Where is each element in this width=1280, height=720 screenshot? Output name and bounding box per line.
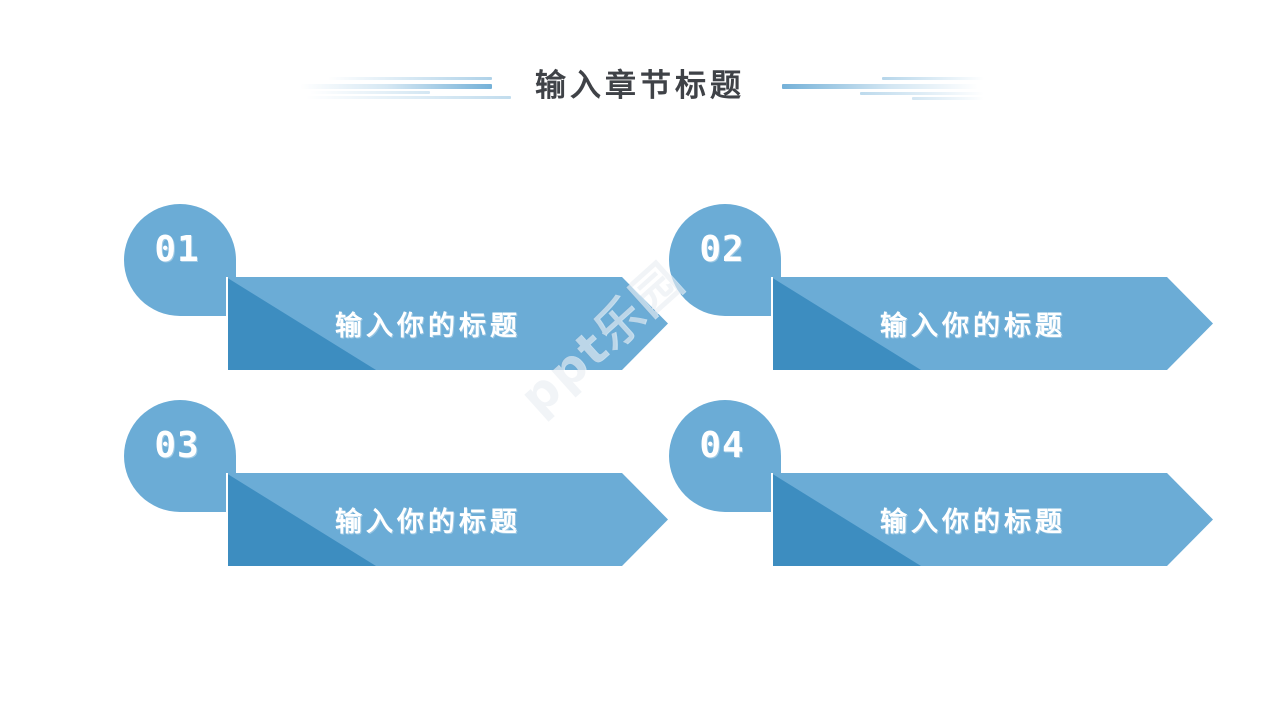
page-header: 输入章节标题 bbox=[0, 58, 1280, 114]
pin-shape bbox=[124, 400, 236, 512]
title-banner[interactable]: 输入你的标题 bbox=[771, 277, 1213, 370]
pin-marker: 01 bbox=[124, 204, 236, 316]
title-decoration-left bbox=[300, 58, 511, 114]
deco-line bbox=[328, 77, 492, 80]
deco-line bbox=[300, 84, 492, 89]
title-decoration-right bbox=[782, 58, 984, 114]
card-title: 输入你的标题 bbox=[880, 507, 1066, 538]
card-title: 输入你的标题 bbox=[335, 311, 521, 342]
pin-marker: 04 bbox=[669, 400, 781, 512]
list-item[interactable]: 01 输入你的标题 bbox=[118, 200, 668, 370]
list-item[interactable]: 03 输入你的标题 bbox=[118, 396, 668, 566]
title-banner[interactable]: 输入你的标题 bbox=[771, 473, 1213, 566]
list-item[interactable]: 02 输入你的标题 bbox=[663, 200, 1213, 370]
deco-line bbox=[860, 92, 984, 95]
pin-marker: 02 bbox=[669, 204, 781, 316]
title-banner[interactable]: 输入你的标题 bbox=[226, 473, 668, 566]
list-item[interactable]: 04 输入你的标题 bbox=[663, 396, 1213, 566]
pin-shape bbox=[124, 204, 236, 316]
card-title: 输入你的标题 bbox=[880, 311, 1066, 342]
page-title: 输入章节标题 bbox=[535, 68, 745, 104]
deco-line bbox=[310, 91, 430, 94]
pin-marker: 03 bbox=[124, 400, 236, 512]
deco-line bbox=[306, 96, 511, 99]
pin-shape bbox=[669, 204, 781, 316]
deco-line bbox=[882, 77, 984, 80]
deco-line bbox=[912, 97, 984, 100]
card-title: 输入你的标题 bbox=[335, 507, 521, 538]
deco-line bbox=[782, 84, 978, 89]
title-banner[interactable]: 输入你的标题 bbox=[226, 277, 668, 370]
pin-shape bbox=[669, 400, 781, 512]
